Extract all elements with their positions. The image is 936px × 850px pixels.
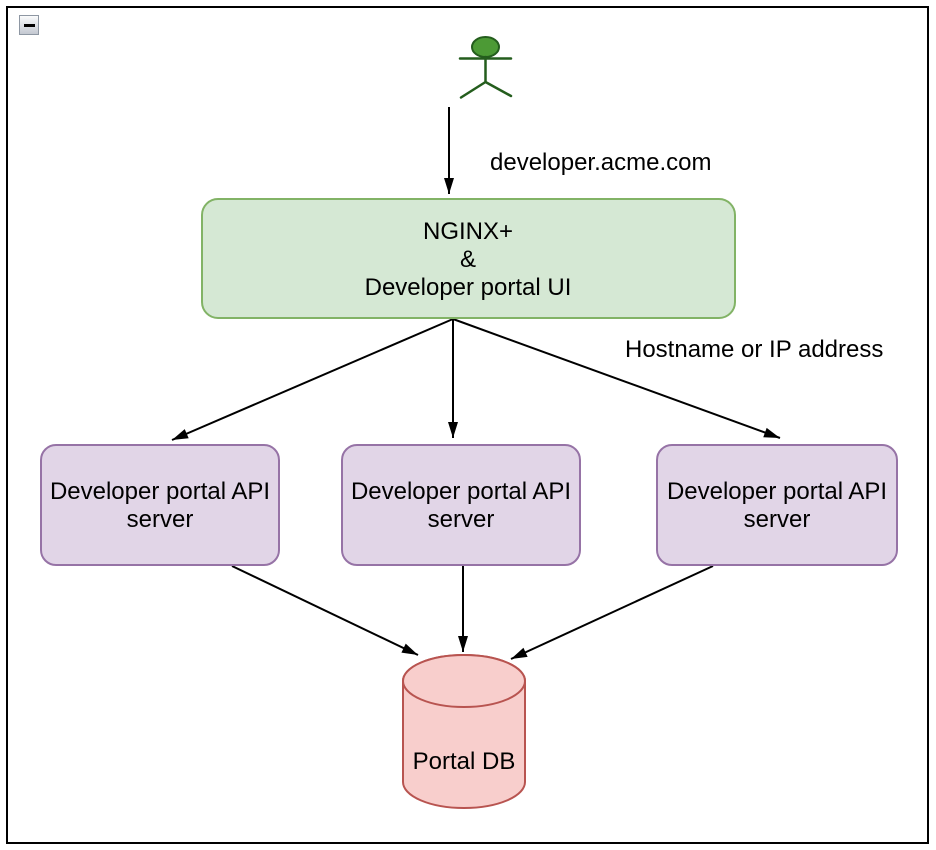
edge-label-domain: developer.acme.com	[490, 149, 711, 176]
nginx-label-line1: NGINX+	[423, 218, 513, 245]
api-server-3-box	[656, 444, 898, 566]
node-api-server-3: Developer portal API server	[656, 444, 898, 566]
nginx-label-line3: Developer portal UI	[365, 274, 572, 301]
node-portal-db: Portal DB	[402, 654, 526, 809]
edge-nginx-to-api-server-1	[171, 318, 454, 441]
edges	[171, 107, 781, 660]
api-server-1-box	[40, 444, 280, 566]
collapse-group-button[interactable]	[19, 15, 39, 35]
edge-api-server-3-to-db	[510, 565, 714, 660]
nginx-label-line2: &	[460, 246, 476, 273]
node-api-server-1: Developer portal API server	[40, 444, 280, 566]
edge-api-server-1-to-db	[231, 565, 419, 656]
api-server-1-label-line2: server	[127, 506, 194, 533]
api-server-1-label-line1: Developer portal API	[50, 478, 270, 505]
api-server-3-label-line2: server	[744, 506, 811, 533]
db-label: Portal DB	[413, 748, 516, 775]
minus-icon	[23, 23, 35, 27]
api-server-3-label-line1: Developer portal API	[667, 478, 887, 505]
node-api-server-2: Developer portal API server	[341, 444, 581, 566]
edge-label-hostname: Hostname or IP address	[625, 336, 883, 363]
api-server-2-box	[341, 444, 581, 566]
actor-head	[471, 36, 500, 58]
nginx-box	[201, 198, 736, 319]
user-actor	[458, 36, 513, 99]
api-server-2-label-line1: Developer portal API	[351, 478, 571, 505]
actor-limbs	[458, 55, 513, 99]
api-server-2-label-line2: server	[428, 506, 495, 533]
node-nginx-portal-ui: NGINX+ & Developer portal UI	[201, 198, 736, 319]
db-cylinder-top	[402, 654, 526, 708]
edge-nginx-to-api-server-3	[452, 318, 781, 439]
